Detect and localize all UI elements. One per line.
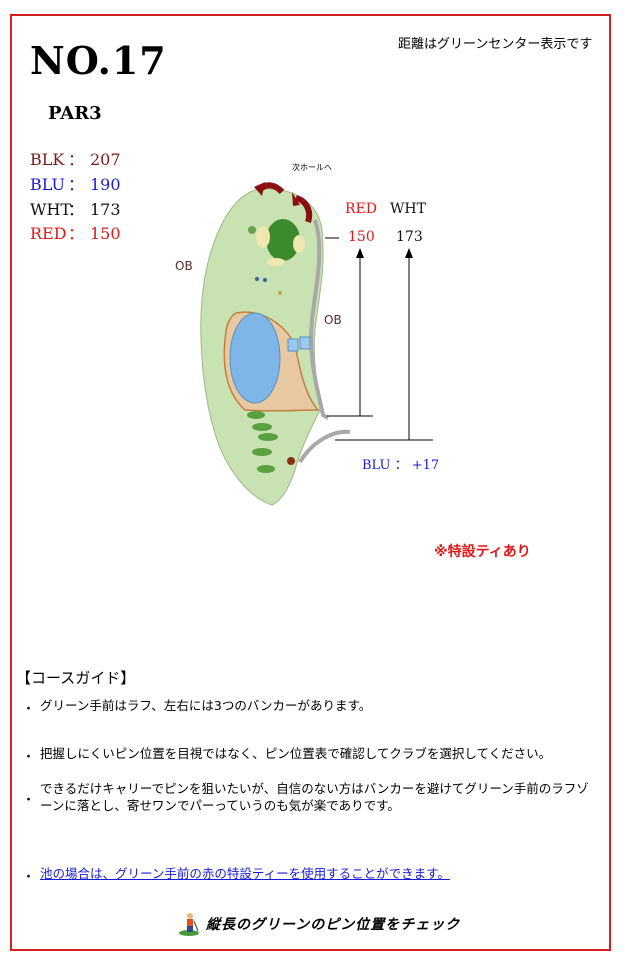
marker-dot [263, 278, 267, 282]
next-hole-label: 次ホールへ [292, 163, 332, 172]
tee-colon: ： [68, 200, 85, 219]
cart-path-lower [298, 429, 351, 464]
tee-box [257, 465, 275, 473]
distance-note: 距離はグリーンセンター表示です [398, 37, 593, 52]
tee-box [258, 433, 278, 441]
marker-dot [255, 277, 259, 281]
tree [248, 226, 256, 234]
next-hole-arrow [295, 195, 313, 223]
next-hole-arrow-head [254, 182, 265, 196]
guide-item-1: グリーン手前はラフ、左右には3つのバンカーがあります。 [40, 698, 372, 713]
tee-name: BLK [30, 150, 65, 169]
ob-right-label: OB [324, 313, 342, 327]
distance-row-blk: BLK： 207 [30, 146, 121, 170]
distance-row-red: RED： 150 [30, 220, 121, 244]
tee-yards: 173 [90, 200, 121, 219]
next-hole-arrow-head [292, 192, 300, 206]
arrow-head [405, 248, 413, 258]
green-shape [266, 219, 300, 261]
pin-position-label: 縦長のグリーンのピン位置をチェック [206, 917, 461, 933]
tee-name: BLU [30, 175, 65, 194]
bullet: ・ [22, 793, 36, 808]
bullet: ・ [22, 702, 36, 717]
wht-tee-distance: 173 [396, 229, 423, 245]
marker-dot [278, 291, 282, 295]
ob-left-label: OB [175, 259, 193, 273]
tee-colon: ： [68, 175, 85, 194]
pin-position-link[interactable]: 縦長のグリーンのピン位置をチェック [178, 912, 460, 936]
tee-name: RED [30, 224, 67, 243]
golfer-icon [179, 913, 199, 936]
bunker-right [293, 235, 305, 253]
wht-tee-label: WHT [390, 201, 426, 217]
par-label: PAR3 [48, 103, 102, 124]
page-frame [10, 14, 611, 951]
tee-yards: 190 [90, 175, 121, 194]
tee-yards: 207 [90, 150, 121, 169]
tee-colon: ： [68, 150, 85, 169]
bullet: ・ [22, 750, 36, 765]
bunker-left [256, 226, 270, 248]
tree [287, 457, 295, 465]
tee-box [252, 423, 272, 431]
guide-item-3: できるだけキャリーでピンを狙いたいが、自信のない方はバンカーを避けてグリーン手前… [40, 781, 589, 813]
special-tee-link[interactable]: 池の場合は、グリーン手前の赤の特設ティーを使用することができます。 [40, 866, 450, 881]
tee-name: WHT [30, 200, 72, 219]
distance-row-blu: BLU： 190 [30, 171, 121, 195]
hole-number: NO.17 [30, 38, 167, 83]
guide-item-2: 把握しにくいピン位置を目視ではなく、ピン位置表で確認してクラブを選択してください… [40, 746, 552, 761]
red-tee-label: RED [345, 201, 377, 217]
tee-yards: 150 [90, 224, 121, 243]
bullet: ・ [22, 870, 36, 885]
course-guide-title: 【コースガイド】 [16, 669, 136, 687]
special-tee-marker [287, 338, 299, 352]
pond [229, 312, 281, 404]
cart-path [309, 219, 330, 420]
distance-row-wht: WHT： 173 [30, 196, 121, 220]
special-tee-note: ※特設ティあり [434, 544, 531, 560]
blu-tee-note: BLU ： +17 [362, 458, 440, 473]
tee-box [252, 448, 272, 456]
bunker-front [267, 258, 285, 266]
red-tee-distance: 150 [348, 229, 375, 245]
special-tee-marker [299, 336, 311, 350]
tee-colon: ： [68, 224, 85, 243]
arrow-head [356, 248, 364, 258]
tee-box [247, 411, 265, 419]
